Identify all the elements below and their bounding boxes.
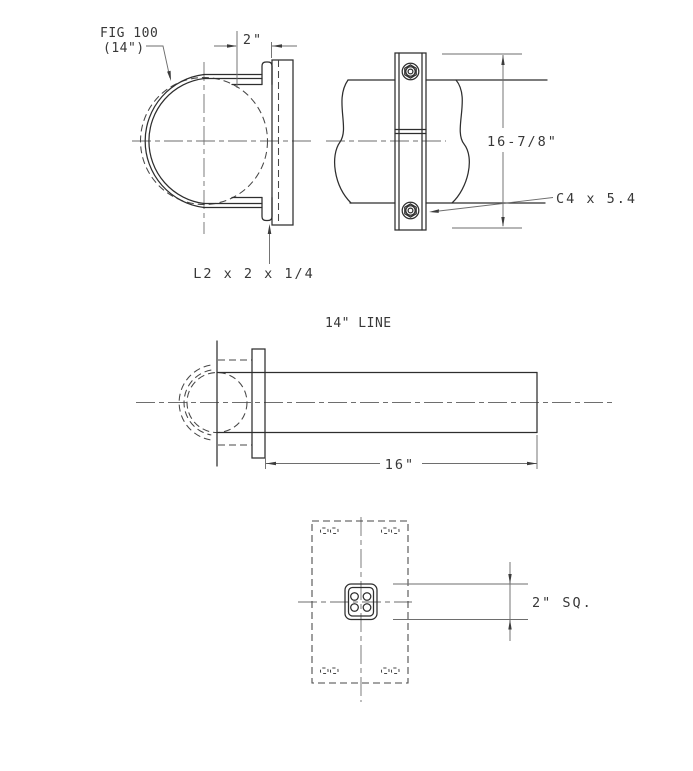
- dim-arrow-down-icon: [501, 217, 505, 227]
- bolt-hole: [362, 592, 372, 601]
- channel-callout-label: C4 x 5.4: [556, 191, 637, 207]
- bolt-hole: [350, 603, 359, 612]
- dim-arrow-right-icon: [527, 461, 537, 466]
- leader-arrow-icon: [167, 70, 171, 81]
- dim-height-label: 16-7/8": [487, 134, 558, 150]
- fig-leader-line: [146, 45, 171, 79]
- leader-arrow-icon: [267, 224, 272, 234]
- front-view: 2" FIG 100 (14") L2 x 2 x 1/4: [100, 26, 315, 282]
- strap-bottom-tab: [261, 196, 273, 222]
- pipe-stub-outline: [216, 371, 538, 434]
- dim-arrow-up-icon: [501, 55, 505, 65]
- dimension-2in: 2": [214, 31, 297, 88]
- dim-2in-label: 2": [243, 32, 263, 48]
- dimension-16: 16": [265, 435, 538, 473]
- baseplate-hidden-outline: [311, 520, 409, 684]
- dim-arrow-left-icon: [266, 461, 276, 466]
- pipe-hidden-circle: [139, 76, 269, 206]
- leader-arrow-icon: [429, 209, 440, 213]
- bolt-hole: [350, 592, 359, 601]
- bolt-bottom: [401, 201, 420, 220]
- dim-arrow-down-icon: [508, 574, 512, 584]
- channel-callout: C4 x 5.4: [429, 191, 637, 213]
- channel-body: [394, 52, 427, 231]
- angle-callout: L2 x 2 x 1/4: [193, 224, 315, 282]
- pipe-outline: [347, 79, 548, 204]
- strap-top-tab: [261, 61, 273, 86]
- line-label: 14" LINE: [325, 316, 392, 331]
- fig-callout: FIG 100 (14"): [100, 26, 171, 81]
- side-view: 16-7/8" C4 x 5.4: [326, 52, 637, 231]
- mounting-plate: [271, 59, 294, 226]
- square-tube: [344, 583, 378, 621]
- elevation-view: 14" LINE 16": [136, 316, 614, 473]
- strap-outer-arc: [144, 73, 205, 209]
- pipe-break-right: [451, 79, 470, 204]
- bolt-hole: [362, 603, 372, 612]
- angle-callout-label: L2 x 2 x 1/4: [193, 266, 315, 282]
- strap-top-leg: [203, 73, 263, 86]
- dimension-16-7-8: 16-7/8": [442, 53, 558, 229]
- dim-length-label: 16": [385, 457, 415, 473]
- dim-arrow-right-icon: [227, 44, 237, 48]
- fig-callout-line1: FIG 100: [100, 26, 158, 41]
- mounting-plate-edge: [251, 348, 266, 459]
- dimension-2sq: 2" SQ.: [393, 562, 593, 641]
- plan-view: 2" SQ.: [298, 517, 593, 702]
- dim-arrow-up-icon: [508, 619, 512, 630]
- fig-callout-line2: (14"): [103, 41, 145, 56]
- dim-square-label: 2" SQ.: [532, 595, 593, 611]
- strap-bottom-leg: [203, 196, 263, 209]
- dim-arrow-left-icon: [272, 44, 282, 48]
- slot-holes: [320, 527, 400, 674]
- strap-inner-arc: [148, 77, 205, 205]
- pipe-break-left: [334, 79, 352, 204]
- bolt-top: [401, 62, 420, 81]
